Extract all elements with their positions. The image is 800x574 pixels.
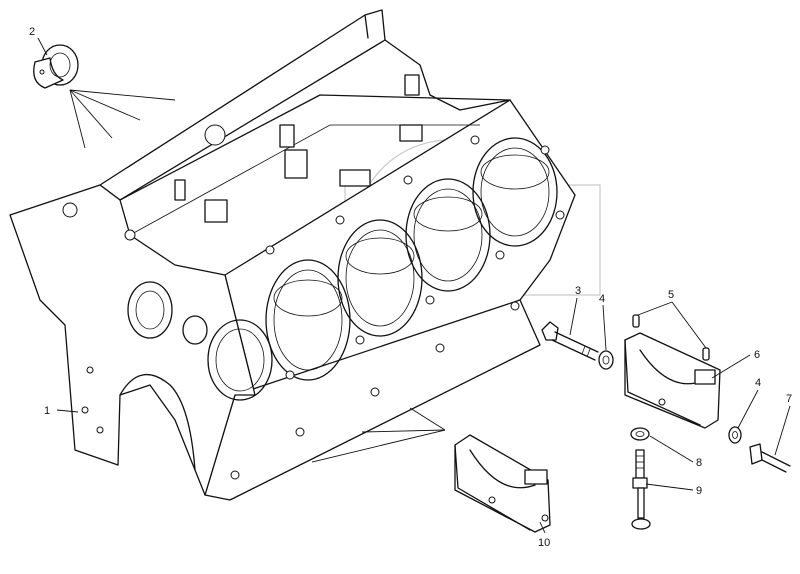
- callout-8: 8: [696, 457, 702, 469]
- dowel-pins: [632, 314, 710, 361]
- callout-2: 2: [29, 26, 35, 38]
- cylinder-bore-1: [265, 259, 351, 381]
- callout-3: 3: [575, 285, 581, 297]
- callout-4-lower: 4: [755, 377, 761, 389]
- cylinder-bore-2: [337, 219, 423, 337]
- callout-6: 6: [754, 349, 760, 361]
- callout-7: 7: [786, 393, 792, 405]
- leader-lines: [37, 37, 791, 534]
- cylinder-block: [9, 9, 576, 501]
- bolt-long: [541, 321, 599, 361]
- washer-stud: [630, 427, 650, 441]
- bolt-short: [749, 443, 791, 473]
- callout-5: 5: [668, 289, 674, 301]
- main-bearing-cap: [624, 332, 721, 429]
- washer-lower: [728, 426, 742, 444]
- seal-ring: [33, 44, 79, 89]
- cylinder-bore-4: [472, 137, 558, 247]
- callout-10: 10: [538, 537, 550, 549]
- stud: [631, 449, 651, 530]
- callout-4-upper: 4: [599, 293, 605, 305]
- callout-labels: 1 2 3 4 4 5 6 7 8 9 10: [29, 26, 792, 549]
- callout-1: 1: [44, 405, 50, 417]
- washer-upper: [598, 350, 614, 370]
- callout-9: 9: [696, 485, 702, 497]
- bearing-cap: [454, 434, 551, 533]
